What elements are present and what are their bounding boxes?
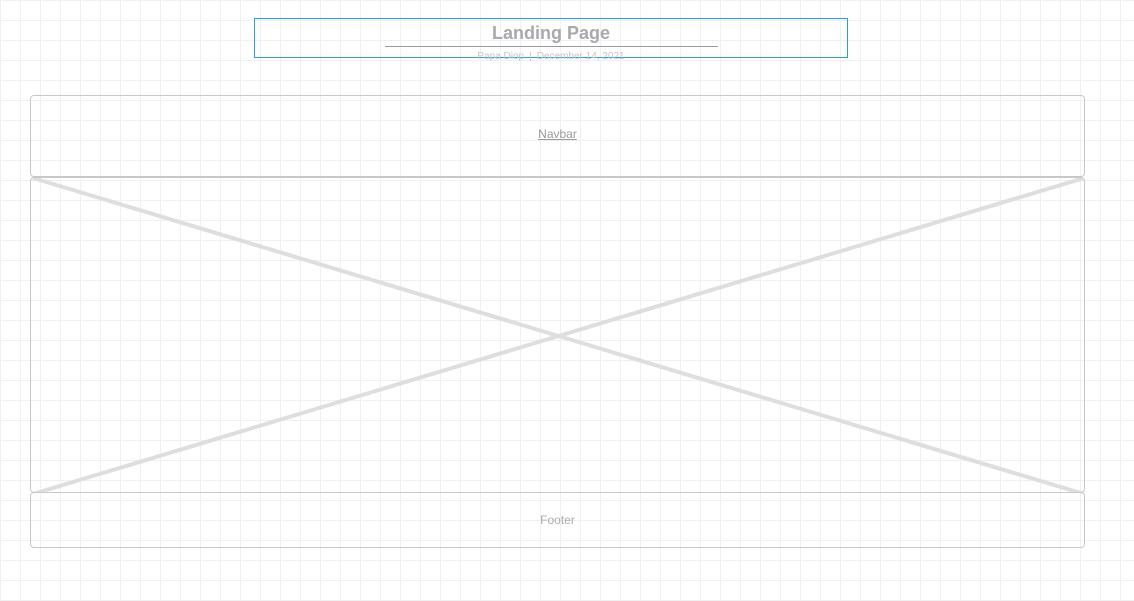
title-block: Landing Page Papa Diop | December 14, 2021 — [254, 18, 848, 62]
navbar-link[interactable]: Navbar — [538, 127, 577, 141]
author-name: Papa Diop — [477, 51, 525, 62]
meta-separator: | — [529, 51, 532, 62]
navbar-section: Navbar — [30, 95, 1085, 177]
date-label: December 14, 2021 — [536, 51, 625, 62]
placeholder-cross-icon — [32, 178, 1084, 492]
hero-image-placeholder — [30, 177, 1085, 493]
footer-section: Footer — [30, 492, 1085, 548]
cross-line-2 — [32, 178, 1084, 492]
page-title: Landing Page — [491, 23, 610, 43]
footer-label: Footer — [540, 513, 575, 527]
title-underline — [385, 46, 718, 47]
title-meta: Papa Diop | December 14, 2021 — [255, 51, 847, 62]
